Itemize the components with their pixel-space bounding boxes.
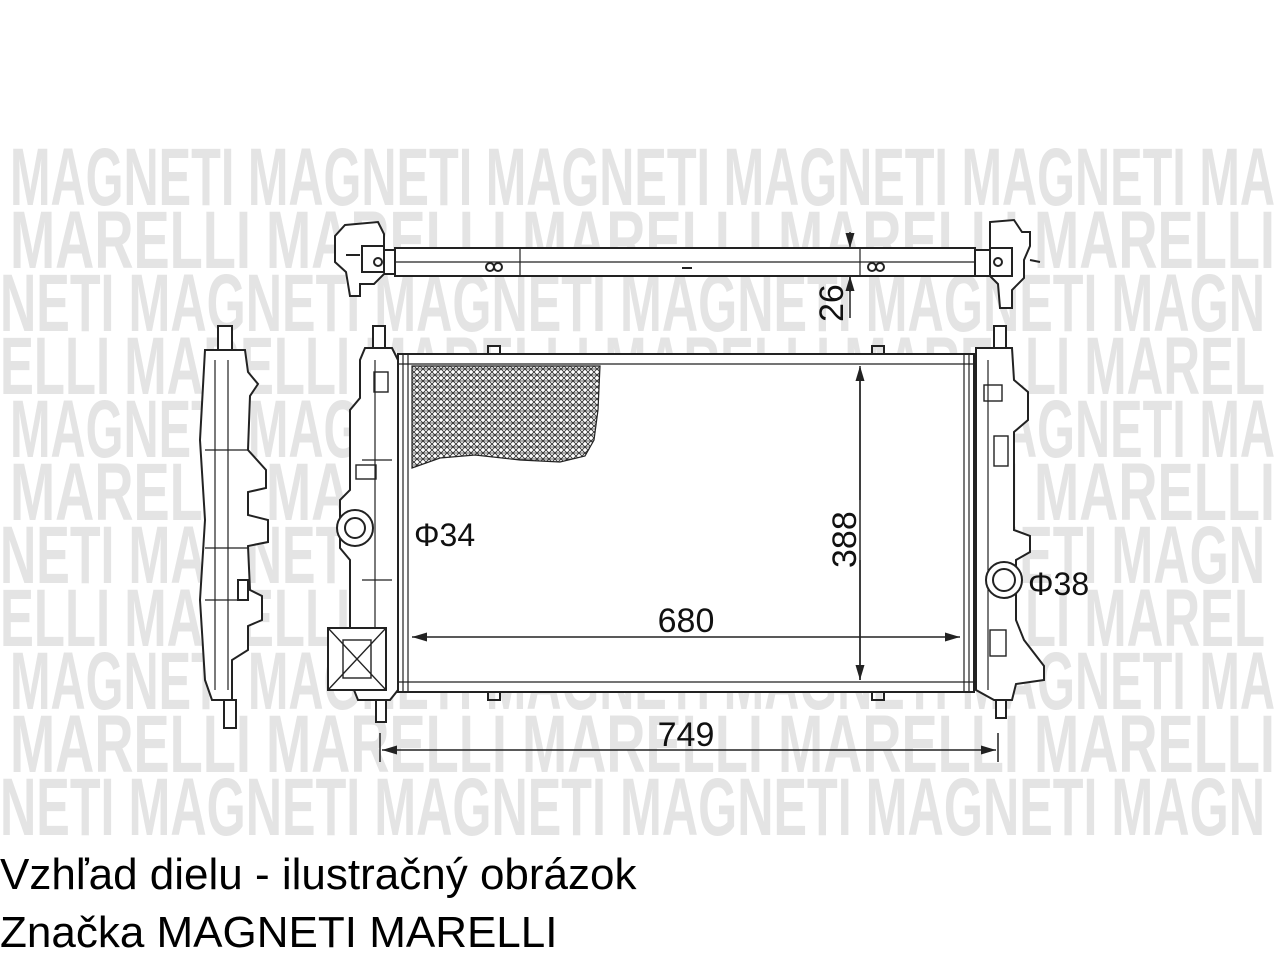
depth-dimension	[843, 232, 880, 318]
inlet-diameter-label: Φ34	[414, 517, 475, 553]
side-view	[198, 325, 269, 729]
illustration-caption: Vzhľad dielu - ilustračný obrázok	[0, 850, 637, 899]
watermark-row: MARELLI MARELLI MARELLI MARELLI MARELLI	[10, 699, 1275, 790]
overall-width-dimension	[379, 733, 999, 762]
outlet-diameter-label: Φ38	[1028, 566, 1089, 602]
depth-label: 26	[813, 284, 851, 322]
top-view	[334, 218, 1041, 309]
overall-width-label: 749	[658, 716, 715, 754]
front-view	[327, 325, 1045, 723]
height-label: 388	[826, 511, 864, 568]
core-width-label: 680	[658, 602, 715, 640]
watermark-row: MAGNETI MAGNETI MAGNETI MAGNETI MAGNETI …	[10, 132, 1275, 223]
watermark-row: NETI MAGNETI MAGNETI MAGNETI MAGNETI MAG…	[0, 762, 1265, 853]
brand-caption: Značka MAGNETI MARELLI	[0, 908, 558, 957]
